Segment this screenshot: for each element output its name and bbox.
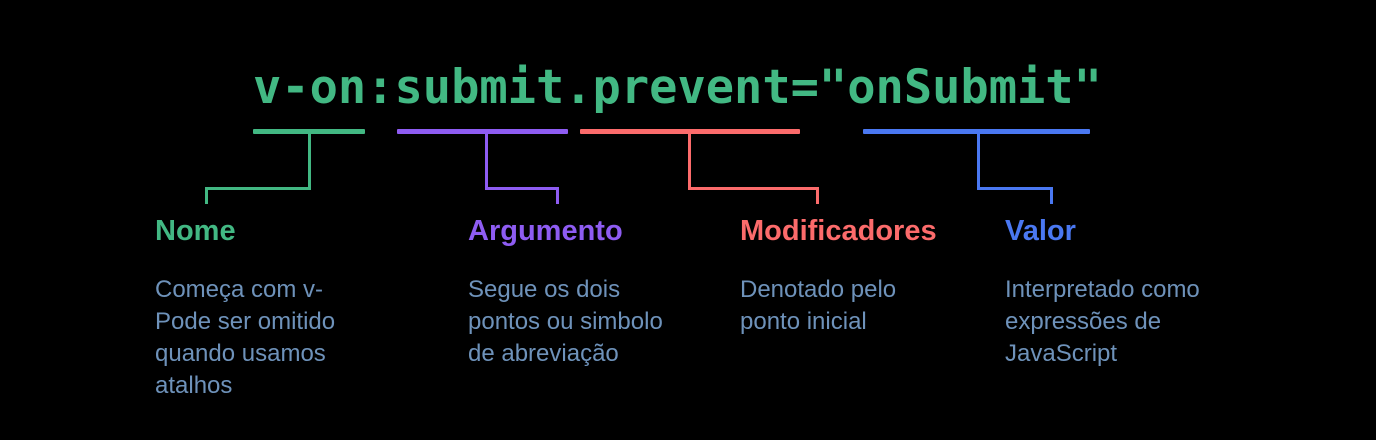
column-label-argumento: Argumento bbox=[468, 215, 623, 247]
annotation-column-nome: Nome Começa com v- Pode ser omitido quan… bbox=[155, 214, 435, 402]
column-label-modificadores: Modificadores bbox=[740, 215, 937, 247]
annotation-column-modificadores: Modificadores Denotado pelo ponto inicia… bbox=[740, 214, 1020, 338]
connector-line-modificadores bbox=[688, 132, 819, 204]
underline-bar-argumento bbox=[397, 129, 568, 134]
column-label-nome: Nome bbox=[155, 215, 236, 247]
column-description-valor: Interpretado como expressões de JavaScri… bbox=[1005, 276, 1200, 367]
column-description-modificadores: Denotado pelo ponto inicial bbox=[740, 276, 897, 335]
connector-line-valor bbox=[977, 132, 1053, 204]
connector-line-nome bbox=[205, 132, 311, 204]
annotation-column-valor: Valor Interpretado como expressões de Ja… bbox=[1005, 214, 1285, 370]
code-snippet: v-on:submit.prevent="onSubmit" bbox=[253, 60, 1102, 115]
column-description-nome: Começa com v- Pode ser omitido quando us… bbox=[155, 276, 336, 399]
column-description-argumento: Segue os dois pontos ou simbolo de abrev… bbox=[468, 276, 663, 367]
underline-bar-nome bbox=[253, 129, 365, 134]
annotation-column-argumento: Argumento Segue os dois pontos ou simbol… bbox=[468, 214, 748, 370]
column-label-valor: Valor bbox=[1005, 215, 1076, 247]
connector-line-argumento bbox=[485, 132, 559, 204]
underline-bar-valor bbox=[863, 129, 1090, 134]
underline-bar-modificadores bbox=[580, 129, 800, 134]
